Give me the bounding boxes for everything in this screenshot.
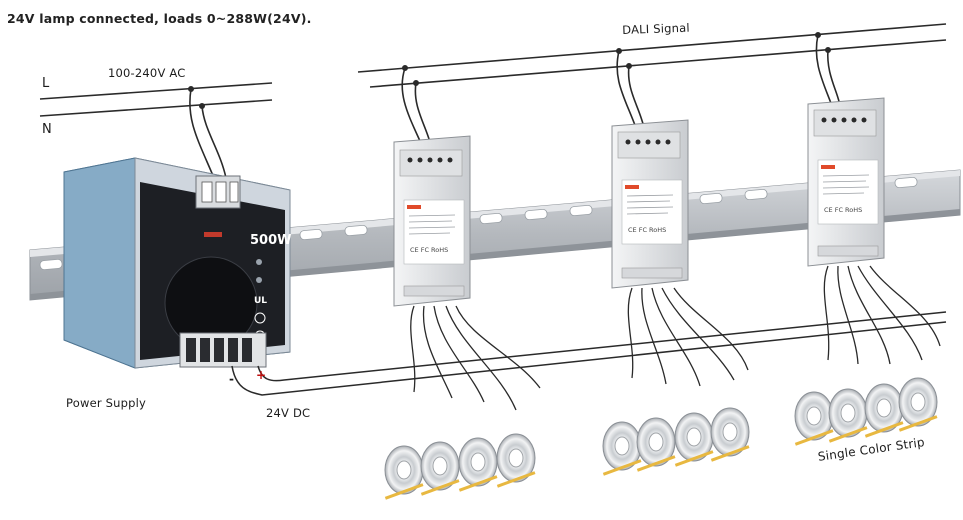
- dc-output-bus: [231, 311, 947, 396]
- ce-mark-icon: CE FC RoHS: [628, 226, 666, 234]
- mains-lines: [39, 82, 273, 179]
- dali-signal-label: DALI Signal: [622, 20, 690, 37]
- ul-mark-icon: UL: [254, 296, 267, 306]
- ce-mark-icon: CE FC RoHS: [824, 206, 862, 214]
- dali-bus: [357, 23, 947, 151]
- diagram-caption: 24V lamp connected, loads 0~288W(24V).: [7, 11, 312, 26]
- ac-voltage-label: 100-240V AC: [108, 66, 186, 80]
- plus-polarity-label: +: [256, 368, 267, 382]
- dc-output-label: 24V DC: [266, 406, 311, 420]
- power-supply-unit: 500W UL: [63, 157, 291, 369]
- ce-mark-icon: CE FC RoHS: [410, 246, 448, 254]
- psu-input-terminal: [195, 175, 241, 209]
- power-supply-label: Power Supply: [66, 396, 147, 410]
- psu-output-terminal: [179, 332, 267, 368]
- minus-polarity-label: -: [229, 372, 235, 386]
- dali-dimmer-module-3: CE FC RoHS: [807, 97, 885, 267]
- dali-dimmer-module-2: CE FC RoHS: [611, 119, 689, 289]
- neutral-label: N: [42, 122, 52, 137]
- led-strip-reels: [384, 377, 938, 500]
- psu-rating-text: 500W: [250, 233, 291, 248]
- line-label: L: [42, 76, 50, 91]
- strip-wiring: [410, 265, 941, 411]
- dali-dimmer-module-1: CE FC RoHS: [393, 135, 471, 307]
